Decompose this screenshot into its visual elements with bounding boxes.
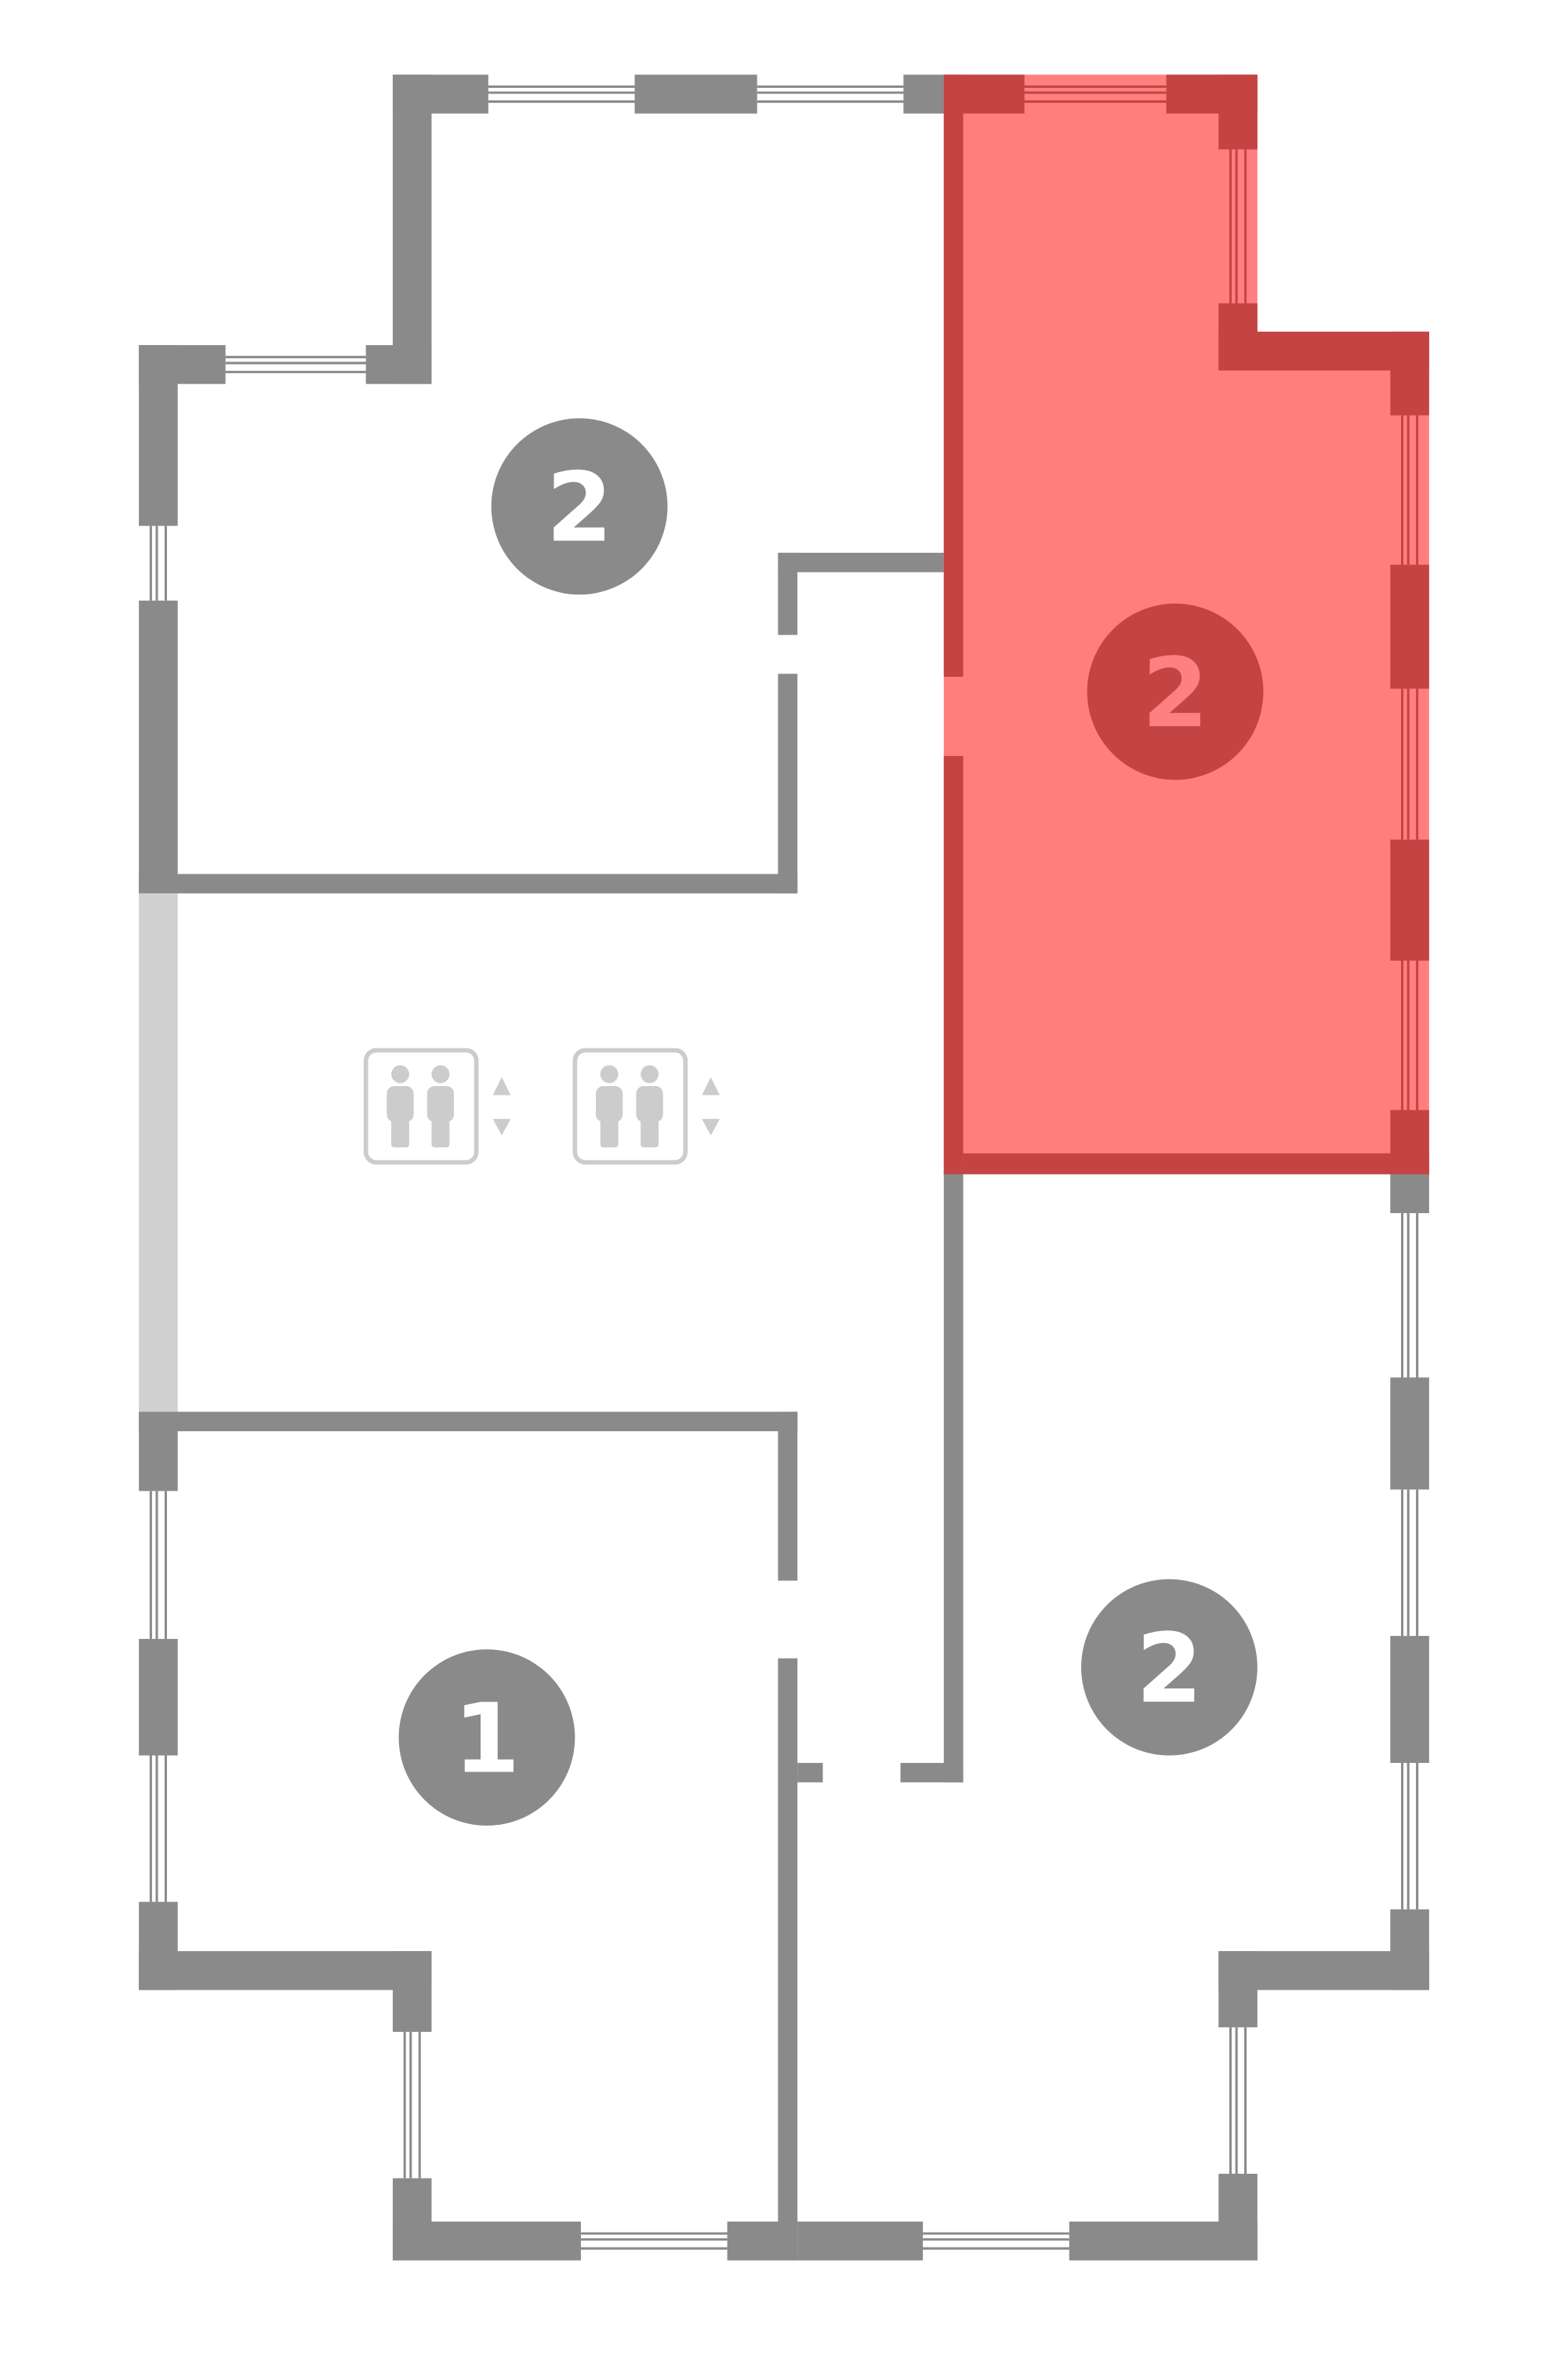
unit-top-left-badge[interactable]: 2 [491, 418, 668, 595]
unit-top-left-walls [139, 74, 944, 894]
unit-bottom-left-badge[interactable]: 1 [398, 1649, 575, 1826]
unit-bottom-right-badge[interactable]: 2 [1081, 1579, 1258, 1756]
unit-right-selected-badge[interactable]: 2 [1087, 603, 1264, 780]
unit-bottom-right-walls [797, 1171, 1429, 2261]
unit-right-selected-walls [943, 74, 1429, 1175]
up-arrow-icon [702, 1077, 720, 1096]
down-arrow-icon [702, 1118, 720, 1136]
unit-bottom-left-walls [139, 1412, 798, 2261]
room-count: 2 [1142, 638, 1209, 749]
elevator-icon [572, 1048, 688, 1165]
down-arrow-icon [492, 1118, 511, 1136]
room-count: 2 [546, 452, 613, 564]
room-count: 2 [1136, 1613, 1203, 1724]
central-wall [943, 1171, 964, 1782]
people-icon [387, 1065, 455, 1148]
elevator-1 [363, 1048, 511, 1165]
room-count: 1 [454, 1683, 521, 1794]
elevator-2 [572, 1048, 720, 1165]
up-arrow-icon [492, 1077, 511, 1096]
people-icon [596, 1065, 663, 1148]
elevator-icon [363, 1048, 479, 1165]
corridor-wall [139, 893, 178, 1412]
